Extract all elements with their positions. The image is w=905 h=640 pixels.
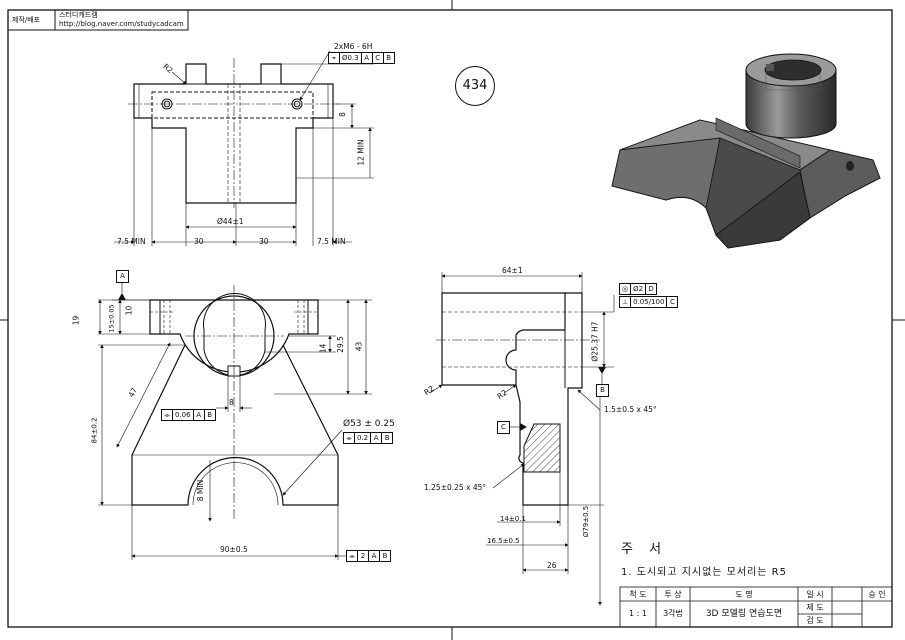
dim-8-min: 8 MIN (196, 479, 206, 502)
dim-14: 14 (318, 343, 328, 354)
fcf-datum: A (194, 410, 205, 420)
tb-date-header: 일 시 (806, 590, 824, 599)
tb-drawn-header: 제 도 (806, 603, 824, 612)
fcf-datum: C (373, 53, 384, 63)
dim-30-right: 30 (259, 237, 269, 246)
dim-19: 19 (71, 315, 81, 326)
fcf-datum: B (207, 411, 212, 419)
fcf-datum: A (362, 53, 373, 63)
fcf-tolerance: Ø2 (631, 284, 647, 294)
dim-26: 26 (547, 561, 557, 570)
bottom-symmetry-fcf: ⌯ 2 A B (346, 550, 391, 562)
fcf-datum: C (669, 298, 675, 306)
concentricity-fcf: ◎ Ø2 D (619, 283, 658, 295)
dim-8: 8 (337, 112, 347, 117)
fcf-tolerance: 2 (358, 551, 369, 561)
tb-drawing-name: 3D 모델링 연습도면 (705, 609, 783, 619)
fcf-datum: A (371, 433, 383, 443)
dim-7-5-right: 7.5 MIN (317, 237, 346, 246)
dim-16-5: 16.5±0.5 (487, 537, 520, 545)
dim-14-side: 14±0.1 (500, 515, 526, 523)
fcf-datum: B (382, 552, 388, 560)
concentricity-icon: ◎ (620, 284, 632, 294)
dim-dia44: Ø44±1 (217, 217, 244, 226)
perpendicularity-icon: ⊥ (620, 297, 632, 307)
chamfer-1: 1.5±0.5 x 45° (604, 405, 657, 414)
producer-name: 스터디캐드캠 (59, 11, 98, 19)
fcf-datum: B (386, 54, 392, 62)
tb-scale-header: 척 도 (629, 590, 647, 599)
dim-15: 15±0.05 (107, 304, 116, 333)
position-icon: ⌖ (329, 53, 340, 63)
dim-84: 84±0.2 (90, 417, 99, 444)
tb-name-header: 도 명 (735, 590, 753, 599)
fcf-tolerance: 0.05/100 (631, 297, 668, 307)
hole-position-fcf: ⌖ Ø0.3 A C B (328, 52, 395, 64)
datum-c: C (497, 421, 510, 434)
dim-43: 43 (354, 341, 364, 352)
top-view (114, 50, 374, 246)
symmetry-icon: ⌯ (162, 410, 173, 420)
fcf-tolerance: 0.2 (355, 433, 372, 443)
dim-7-5-left: 7.5 MIN (117, 237, 146, 246)
bore-symmetry-fcf: ⌯ 0.2 A B (343, 432, 394, 444)
dim-90: 90±0.5 (220, 545, 248, 554)
part-number-balloon: 434 (455, 66, 495, 106)
datum-b: B (596, 384, 609, 397)
dim-10: 10 (124, 305, 134, 316)
fcf-datum: A (369, 551, 380, 561)
notes-line-1: 1. 도시되고 지시없는 모서리는 R5 (621, 567, 787, 578)
dim-keyway-8: 8 (229, 398, 234, 407)
tb-approve-header: 승 인 (868, 590, 886, 599)
dim-dia79: Ø79±0.5 (582, 505, 591, 538)
symmetry-icon: ⌯ (347, 551, 358, 561)
iso-render (611, 53, 881, 249)
dim-dia53: Ø53 ± 0.25 (343, 419, 395, 429)
fcf-datum: B (384, 434, 390, 442)
tapped-hole-label: 2xM6 - 6H (334, 42, 373, 51)
dim-29-5: 29.5 (335, 336, 345, 353)
dim-30-left: 30 (194, 237, 204, 246)
datum-a: A (116, 270, 129, 283)
fcf-datum: D (648, 285, 654, 293)
dim-bore: Ø25.37 H7 (590, 321, 600, 362)
notes-title: 주 서 (621, 542, 668, 557)
tb-projection: 3각법 (663, 609, 683, 618)
dim-12-min: 12 MIN (356, 139, 366, 166)
producer-url[interactable]: http://blog.naver.com/studycadcam (59, 20, 184, 28)
front-view (98, 282, 372, 560)
keyway-symmetry-fcf: ⌯ 0.06 A B (161, 409, 216, 421)
chamfer-2: 1.25±0.25 x 45° (424, 483, 487, 492)
fcf-tolerance: Ø0.3 (340, 53, 362, 63)
producer-label: 제작/배포 (12, 16, 41, 24)
fcf-tolerance: 0.06 (173, 410, 194, 420)
symmetry-icon: ⌯ (344, 433, 355, 443)
dim-64: 64±1 (502, 266, 523, 275)
tb-scale: 1 : 1 (629, 609, 647, 618)
side-view (429, 272, 615, 606)
tb-checked-header: 검 도 (806, 616, 824, 625)
perpendicularity-fcf: ⊥ 0.05/100 C (619, 296, 679, 308)
tb-projection-header: 투 상 (664, 590, 682, 599)
